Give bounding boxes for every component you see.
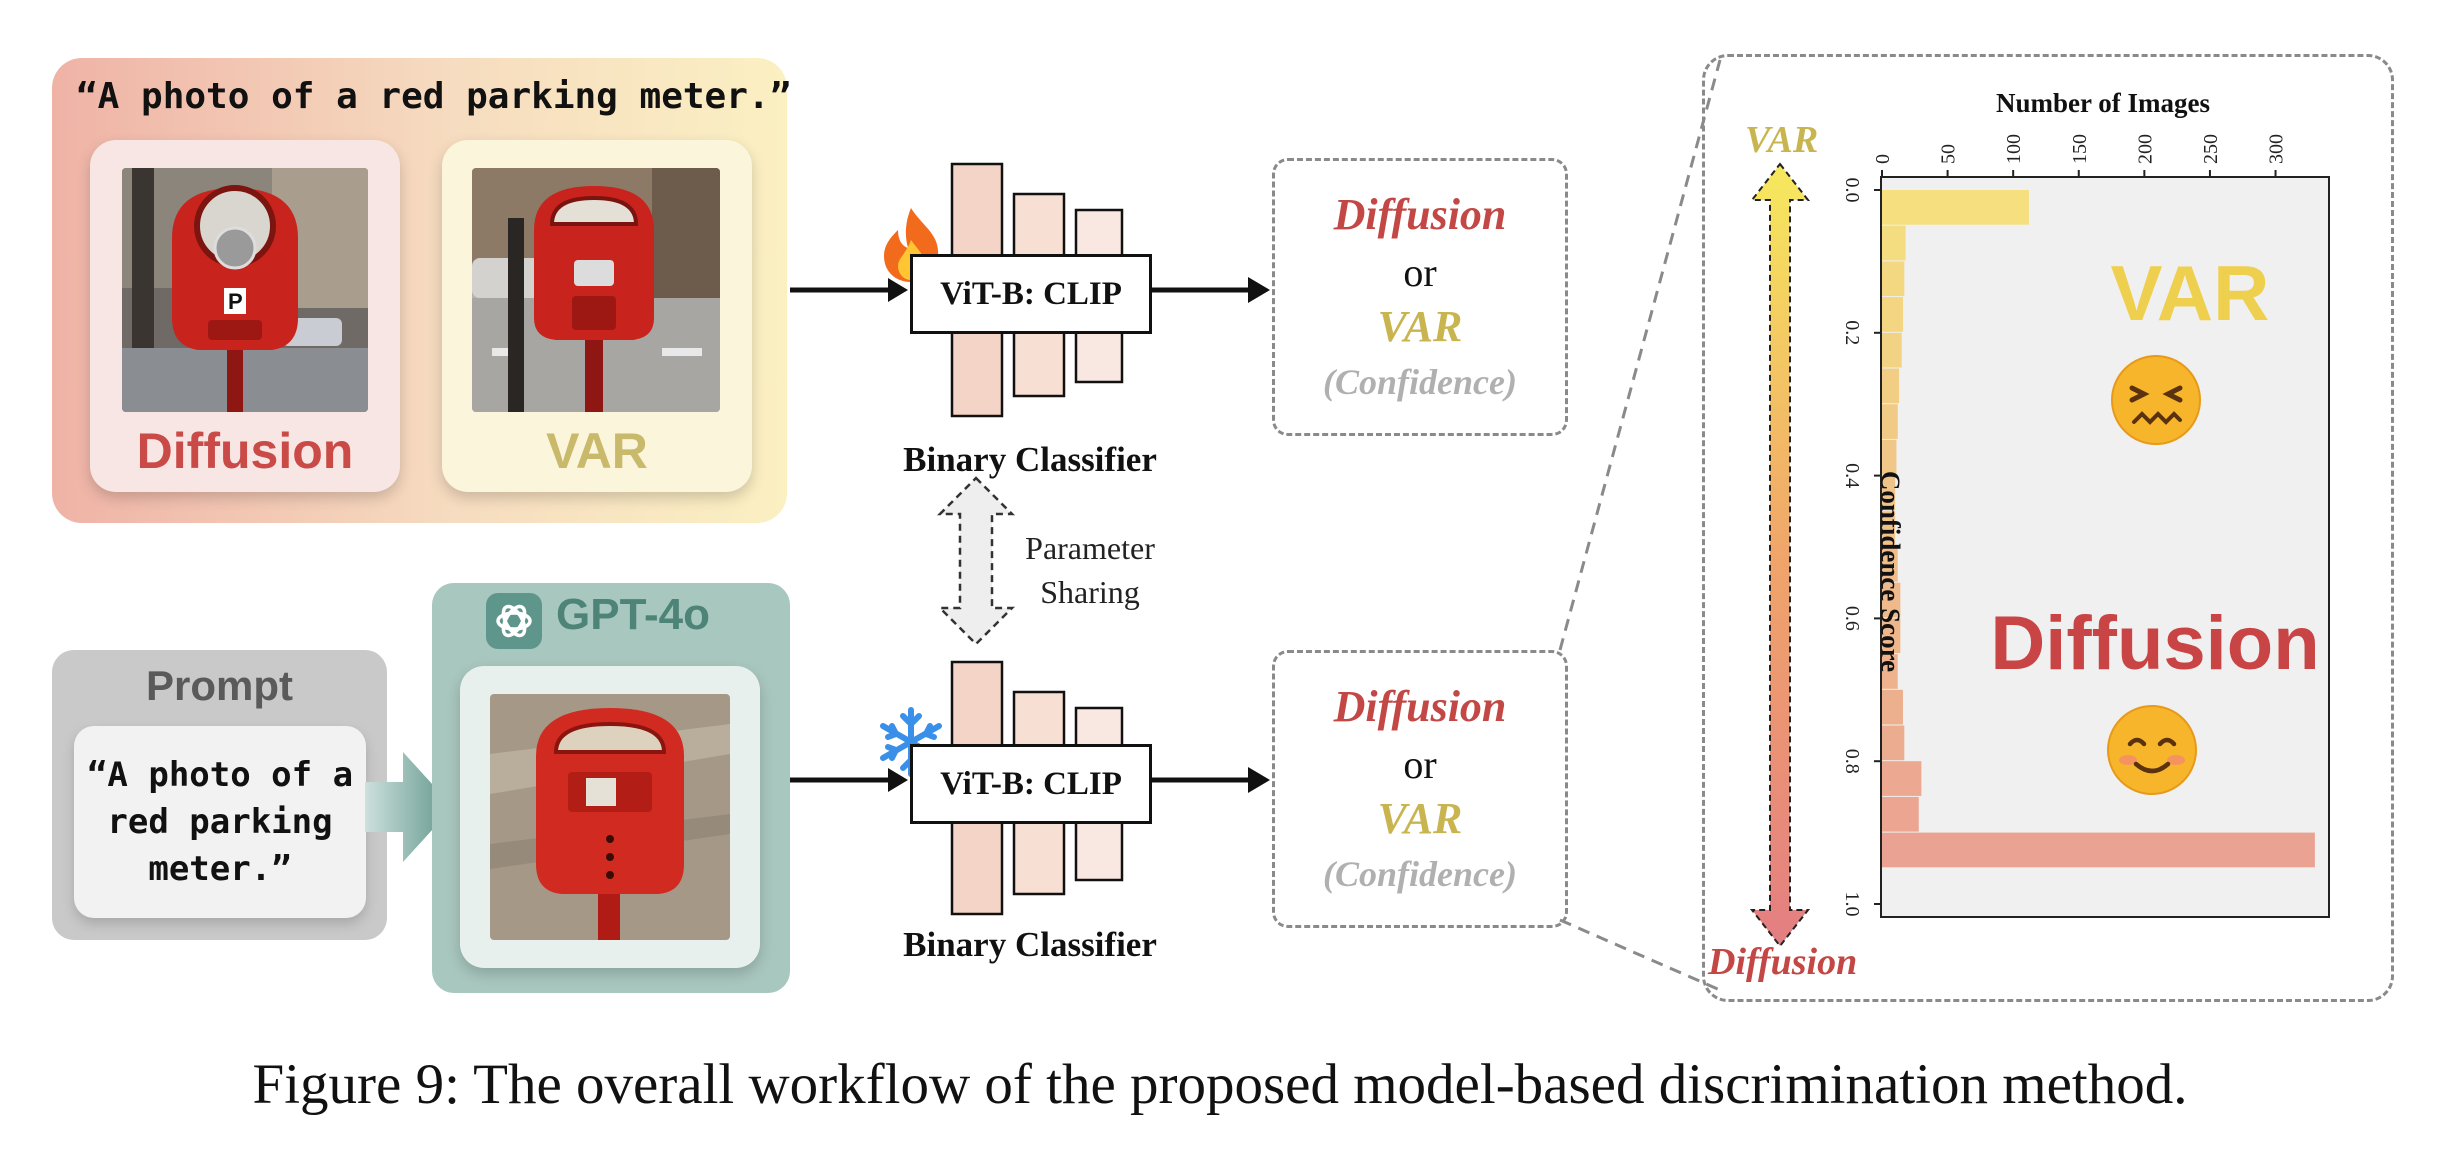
x-tick-label: 0 (1872, 154, 1894, 164)
y-tick-label: 0.4 (1841, 463, 1863, 488)
output-confidence: (Confidence) (1323, 362, 1517, 402)
grimace-emoji (2111, 355, 2201, 445)
gpt-image-card (460, 666, 760, 968)
histogram-bar (1882, 511, 1896, 546)
y-tick-label: 0.0 (1841, 178, 1863, 203)
confidence-histogram: 0 50 100 150 200 250 300 0.0 0.2 0.4 0.6 0.8 1.0 (1841, 134, 2315, 917)
histogram-bar (1882, 689, 1903, 725)
confidence-chart-frame (1702, 54, 2394, 1002)
parameter-sharing-label: Parameter Sharing (990, 526, 1190, 614)
y-tick-label: 1.0 (1841, 892, 1863, 917)
output-confidence: (Confidence) (1323, 854, 1517, 894)
x-tick-label: 50 (1938, 144, 1960, 164)
histogram-bar (1882, 225, 1906, 261)
chart-plot-area (1880, 176, 2330, 918)
chart-y-axis-title: Confidence Score (1875, 470, 1906, 673)
histogram-bar (1882, 832, 2315, 868)
histogram-bar (1882, 654, 1898, 689)
output-or: or (1403, 250, 1437, 295)
prompt-line-1: “A photo of a (86, 755, 354, 795)
histogram-bar (1882, 547, 1898, 582)
svg-text:P: P (228, 289, 243, 314)
openai-logo-icon (486, 593, 542, 649)
parameter-sharing-line-2: Sharing (1040, 574, 1140, 610)
confidence-gradient-arrow (1749, 162, 1811, 948)
parameter-sharing-arrow (936, 476, 1016, 646)
vit-clip-box-bottom: ViT-B: CLIP (910, 744, 1152, 824)
diffusion-label: Diffusion (136, 423, 354, 479)
output-box-top: Diffusion or VAR (Confidence) (1272, 158, 1568, 436)
histogram-bar (1882, 618, 1901, 654)
parking-meter-photo-diffusion: P (122, 168, 368, 412)
histogram-bar (1882, 725, 1905, 761)
region-label-var: VAR (2110, 249, 2270, 337)
prompt-line-2: red parking (107, 802, 333, 842)
prompt-title: Prompt (146, 662, 293, 709)
top-prompt-text: “A photo of a red parking meter.” (76, 76, 792, 117)
histogram-bar (1882, 368, 1900, 404)
parking-meter-photo-var (472, 168, 720, 412)
histogram-bar (1882, 475, 1896, 511)
gpt-4o-title: GPT-4o (556, 590, 711, 639)
binary-classifier-label-top: Binary Classifier (903, 440, 1157, 479)
chart-x-axis-title: Number of Images (1996, 88, 2210, 118)
arrow-end-label-diffusion: Diffusion (1708, 941, 1858, 983)
histogram-bar (1882, 761, 1922, 796)
output-option-diffusion: Diffusion (1333, 682, 1507, 731)
region-label-diffusion: Diffusion (1990, 601, 2320, 686)
var-image-card (442, 140, 752, 492)
arrow-end-label-var: VAR (1745, 119, 1819, 161)
histogram-bar (1882, 582, 1901, 618)
prompt-line-3: meter.” (148, 849, 292, 889)
histogram-bar (1882, 190, 2029, 225)
prompt-card (74, 726, 366, 918)
parameter-sharing-line-1: Parameter (1025, 530, 1155, 566)
x-tick-label: 100 (2003, 134, 2025, 164)
x-tick-label: 150 (2069, 134, 2091, 164)
y-tick-label: 0.8 (1841, 749, 1863, 774)
histogram-bar (1882, 297, 1903, 332)
y-tick-label: 0.6 (1841, 606, 1863, 631)
histogram-bar (1882, 404, 1898, 439)
histogram-bar (1882, 332, 1902, 368)
vit-clip-box-top: ViT-B: CLIP (910, 254, 1152, 334)
prompt-text: “A photo of a red parking meter.” (74, 752, 366, 893)
parking-meter-photo-gpt (490, 694, 730, 940)
x-tick-label: 200 (2134, 134, 2156, 164)
output-option-diffusion: Diffusion (1333, 190, 1507, 239)
x-tick-label: 250 (2200, 134, 2222, 164)
var-label: VAR (546, 423, 648, 479)
diffusion-image-card: P (90, 140, 400, 492)
y-tick-label: 0.2 (1841, 320, 1863, 345)
output-option-var: VAR (1377, 794, 1463, 843)
output-option-var: VAR (1377, 302, 1463, 351)
binary-classifier-label-bottom: Binary Classifier (903, 925, 1157, 964)
histogram-bar (1882, 439, 1897, 475)
smile-emoji (2107, 705, 2197, 795)
output-box-bottom: Diffusion or VAR (Confidence) (1272, 650, 1568, 928)
zoom-connector-lines (1558, 59, 1722, 992)
figure-caption: Figure 9: The overall workflow of the pr… (252, 1053, 2188, 1116)
output-or: or (1403, 742, 1437, 787)
prompt-to-generator-arrow (365, 752, 453, 862)
x-tick-label: 300 (2266, 134, 2288, 164)
histogram-bar (1882, 261, 1905, 297)
histogram-bar (1882, 796, 1919, 832)
